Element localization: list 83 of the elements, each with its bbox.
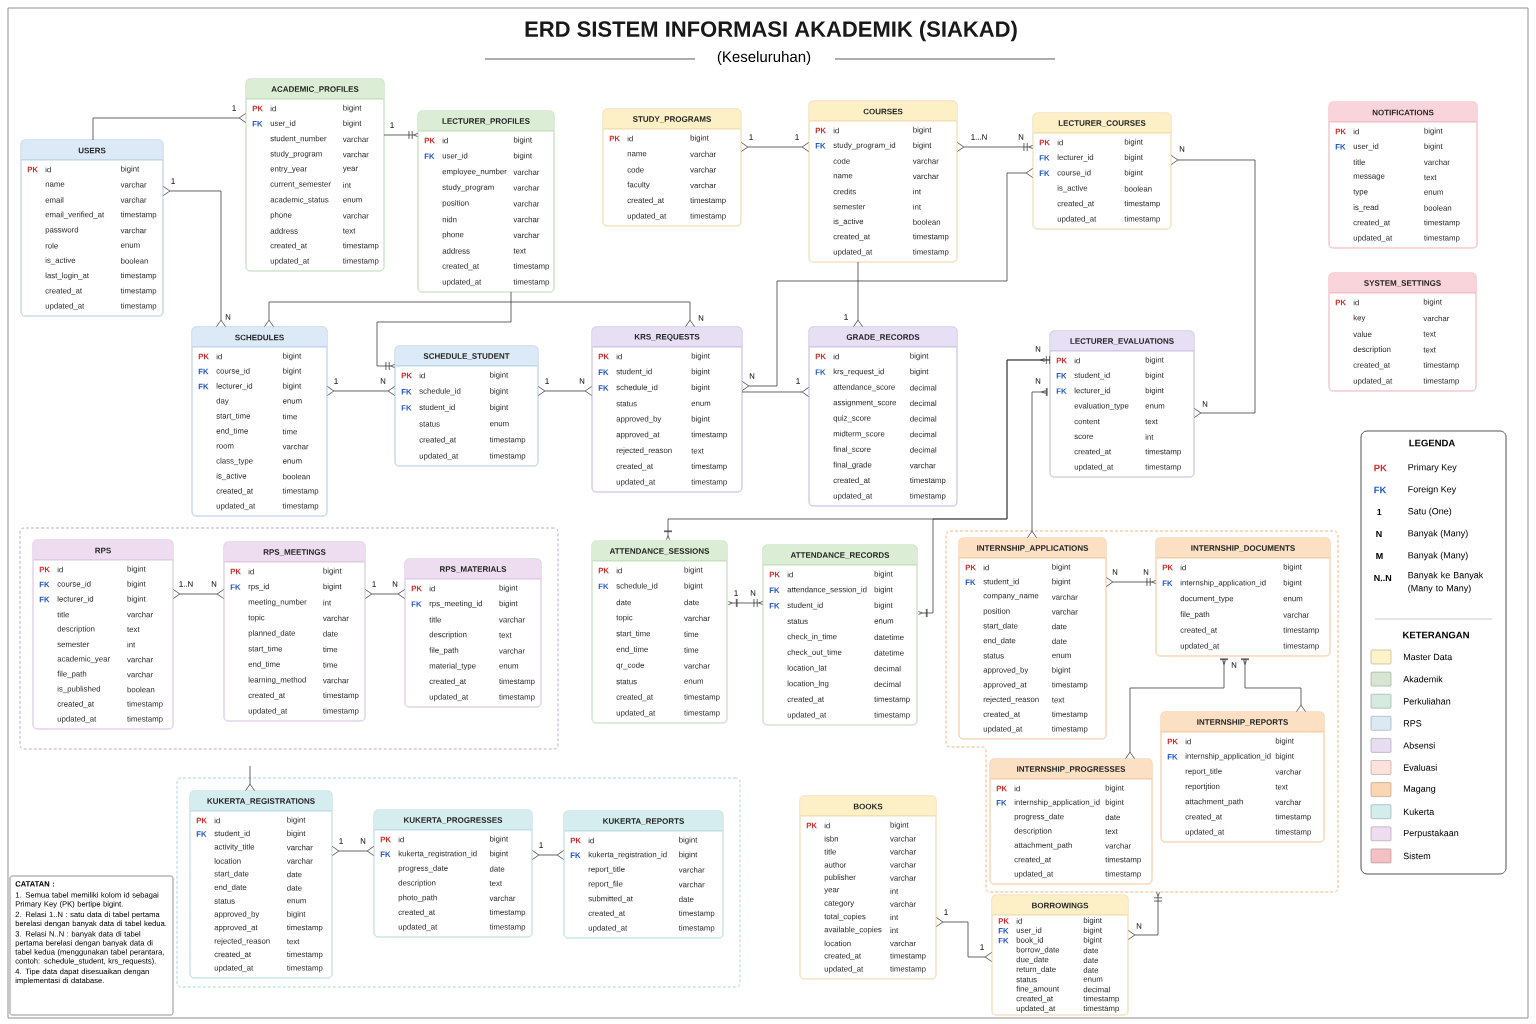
legend-symbol: FK: [1374, 486, 1387, 494]
table-header: LECTURER_EVALUATIONS: [1050, 331, 1194, 352]
table-header: GRADE_RECORDS: [809, 327, 957, 348]
table-header: INTERNSHIP_DOCUMENTS: [1156, 538, 1330, 559]
relationship-line: [383, 130, 418, 140]
legend-symbol: PK: [1374, 464, 1387, 472]
legend-title: LEGENDA: [1409, 439, 1455, 447]
relationship-line: [264, 301, 695, 327]
legend-text: Perpustakaan: [1403, 829, 1459, 838]
legend-symbol: N..N: [1374, 574, 1392, 582]
table-header: KUKERTA_REGISTRATIONS: [190, 791, 332, 812]
legend-text: Satu (One): [1408, 507, 1452, 517]
table-header: NOTIFICATIONS: [1329, 102, 1477, 123]
table-header: RPS_MEETINGS: [224, 542, 365, 563]
relationship-line: [918, 359, 1051, 618]
table-header: LECTURER_PROFILES: [418, 111, 554, 132]
relationship-line: [936, 917, 992, 962]
relationship-line: [1240, 658, 1306, 712]
relationship-line: [532, 850, 564, 860]
table-header: SCHEDULES: [192, 327, 327, 348]
table-header: RPS: [33, 540, 173, 561]
table-header: USERS: [21, 140, 163, 161]
relationship-line: [1128, 892, 1163, 940]
relationship-line: [173, 589, 224, 599]
legend-text: Foreign Key: [1408, 485, 1457, 495]
relationship-line: [663, 355, 1050, 540]
legend-text: Sistem: [1403, 852, 1431, 860]
relationship-line: [92, 113, 246, 141]
table-header: INTERNSHIP_PROGRESSES: [990, 759, 1152, 780]
relationship-line: [957, 142, 1033, 152]
relationship-line: [1125, 658, 1229, 759]
title: ERD SISTEM INFORMASI AKADEMIK (SIAKAD): [525, 20, 1017, 42]
legend-text: Primary Key: [1408, 463, 1457, 473]
relationship-line: [728, 598, 763, 608]
table-header: KUKERTA_REPORTS: [564, 811, 723, 832]
table-header: INTERNSHIP_REPORTS: [1161, 712, 1324, 733]
relationship-line: [1106, 577, 1156, 587]
table-header: RPS_MATERIALS: [405, 559, 541, 580]
table-header: ACADEMIC_PROFILES: [246, 79, 384, 100]
relationship-line: [741, 142, 809, 152]
relationship-line: [245, 765, 255, 791]
table-header: KRS_REQUESTS: [592, 327, 742, 348]
table-header: STUDY_PROGRAMS: [603, 109, 741, 130]
legend-symbol: N: [1376, 530, 1382, 538]
relationship-line: [163, 186, 226, 327]
table-header: INTERNSHIP_APPLICATIONS: [959, 538, 1106, 559]
legend-text: Absensi: [1403, 742, 1435, 749]
table-header: COURSES: [809, 101, 957, 122]
table-header: SYSTEM_SETTINGS: [1329, 273, 1476, 294]
legend-text: Akademik: [1403, 675, 1443, 683]
group-outline: [945, 530, 1339, 893]
table-header: LECTURER_COURSES: [1033, 113, 1171, 134]
table-header: ATTENDANCE_SESSIONS: [592, 541, 727, 562]
relationship-line: [332, 846, 374, 856]
table-header: BOOKS: [800, 796, 936, 817]
group-outline: [176, 777, 741, 988]
legend-text: Banyak (Many): [1408, 551, 1468, 561]
legend-text: Banyak (Many): [1408, 529, 1468, 539]
group-outline: [19, 527, 559, 750]
legend-text: RPS: [1403, 720, 1422, 727]
legend-text: Perkuliahan: [1403, 697, 1451, 705]
legend-title: KETERANGAN: [1403, 631, 1469, 639]
relationship-line: [376, 291, 512, 371]
relationship-line: [741, 387, 809, 397]
table-header: KUKERTA_PROGRESSES: [374, 810, 532, 831]
legend-text: Kukerta: [1403, 808, 1435, 815]
subtitle: (Keseluruhan): [717, 51, 811, 65]
legend-text: Master Data: [1403, 653, 1453, 661]
table-header: BORROWINGS: [992, 895, 1128, 916]
table-header: SCHEDULE_STUDENT: [395, 346, 538, 367]
relationship-line: [365, 589, 405, 599]
relationship-line: [538, 386, 592, 396]
relationship-line: [327, 386, 395, 396]
relationship-line: [742, 168, 1033, 391]
legend-text: Magang: [1403, 785, 1436, 794]
legend-text: Banyak ke Banyak (Many to Many): [1408, 571, 1484, 594]
legend-symbol: 1: [1377, 508, 1382, 516]
legend-symbol: M: [1376, 552, 1383, 560]
relationship-line: [1027, 387, 1048, 538]
relationship-line: [853, 261, 863, 327]
table-header: ATTENDANCE_RECORDS: [763, 545, 917, 566]
relationship-line: [1171, 155, 1256, 418]
legend-text: Evaluasi: [1403, 764, 1437, 771]
